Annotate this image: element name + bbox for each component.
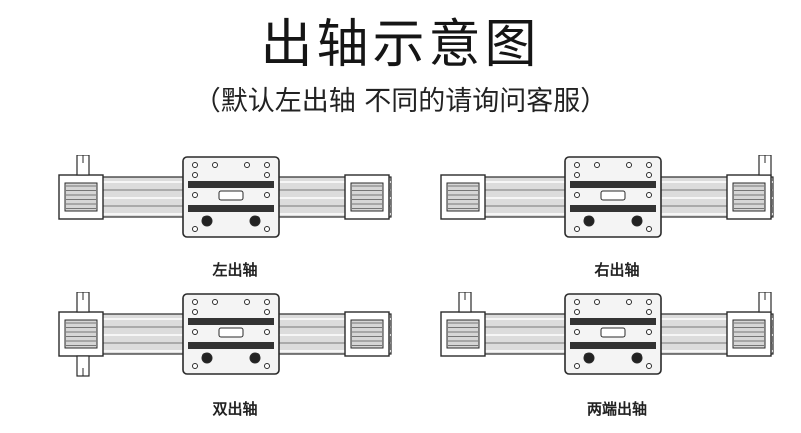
mounting-hole [212,299,218,305]
left-shaft [76,292,90,313]
nut-block [218,327,244,338]
left-end-cap-cover [64,182,98,212]
linear-module-drawing [440,292,774,375]
mounting-hole [626,162,632,168]
mounting-hole [264,172,270,178]
mounting-hole [574,162,580,168]
mounting-hole [264,329,270,335]
right-end-cap-cover [350,319,384,349]
nut-block [600,190,626,201]
mounting-hole [574,329,580,335]
plate-slot-bottom [570,205,656,212]
mounting-hole [594,299,600,305]
left-shaft [76,155,90,176]
mounting-hole [192,226,198,232]
caption-dual-shaft: 双出轴 [212,400,258,418]
mounting-hole [626,299,632,305]
mounting-hole [212,162,218,168]
linear-module-drawing [58,292,392,377]
panel-dual-shaft: 双出轴 [55,292,415,418]
counterbore-hole [631,352,643,364]
mounting-hole [574,172,580,178]
mounting-hole [192,299,198,305]
mounting-hole [574,226,580,232]
mounting-hole [646,226,652,232]
plate-slot-bottom [188,342,274,349]
right-end-cap-cover [350,182,384,212]
mounting-hole [646,363,652,369]
left-shaft [458,292,472,313]
mounting-hole [192,192,198,198]
counterbore-hole [583,215,595,227]
mounting-hole [574,309,580,315]
mounting-hole [646,192,652,198]
counterbore-hole [201,215,213,227]
nut-block [218,190,244,201]
mounting-hole [264,309,270,315]
plate-slot-top [188,181,274,188]
caption-left-shaft: 左出轴 [212,261,258,279]
counterbore-hole [249,352,261,364]
mounting-hole [646,172,652,178]
mounting-hole [574,299,580,305]
mounting-hole [264,363,270,369]
panel-left-shaft: 左出轴 [55,155,415,279]
right-shaft [758,292,772,313]
mounting-hole [646,309,652,315]
mounting-hole [574,363,580,369]
mounting-hole [244,299,250,305]
mounting-hole [192,309,198,315]
plate-slot-top [570,318,656,325]
mounting-hole [574,192,580,198]
plate-slot-bottom [188,205,274,212]
right-end-cap-cover [732,319,766,349]
right-end-cap-cover [732,182,766,212]
mounting-hole [646,299,652,305]
mounting-hole [192,329,198,335]
mounting-hole [264,162,270,168]
counterbore-hole [631,215,643,227]
caption-both-ends-shaft: 两端出轴 [586,400,647,418]
mounting-hole [264,226,270,232]
right-shaft [758,155,772,176]
mounting-hole [192,162,198,168]
mounting-hole [264,299,270,305]
mounting-hole [646,162,652,168]
counterbore-hole [249,215,261,227]
diagram-title: 出轴示意图 [260,15,541,75]
counterbore-hole [583,352,595,364]
mounting-hole [264,192,270,198]
plate-slot-top [570,181,656,188]
mounting-hole [594,162,600,168]
counterbore-hole [201,352,213,364]
diagram-subtitle: （默认左出轴 不同的请询问客服） [193,86,608,117]
left-end-cap-cover [446,319,480,349]
left-end-cap-cover [64,319,98,349]
plate-slot-bottom [570,342,656,349]
caption-right-shaft: 右出轴 [594,261,640,279]
panel-both-ends-shaft: 两端出轴 [437,292,797,418]
mounting-hole [244,162,250,168]
linear-module-drawing [58,155,392,238]
plate-slot-top [188,318,274,325]
mounting-hole [192,363,198,369]
linear-module-drawing [440,155,774,238]
nut-block [600,327,626,338]
left-end-cap-cover [446,182,480,212]
panel-right-shaft: 右出轴 [437,155,797,279]
mounting-hole [646,329,652,335]
mounting-hole [192,172,198,178]
